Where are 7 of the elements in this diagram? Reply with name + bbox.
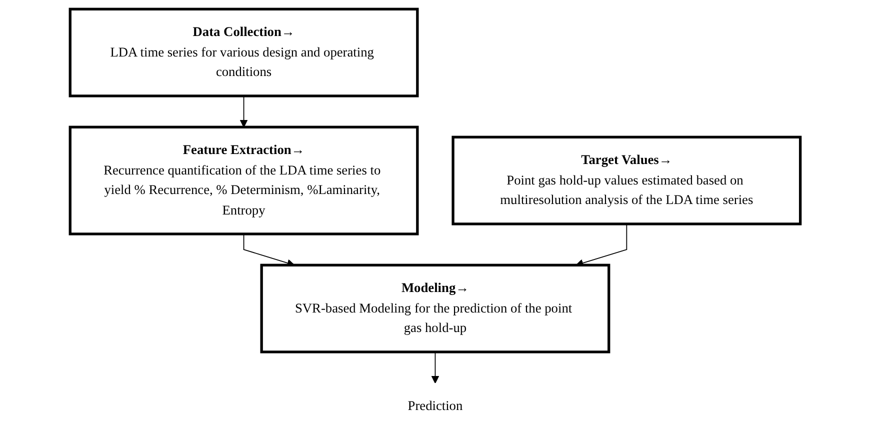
node-text: Prediction (408, 399, 462, 414)
node-box: Data Collection→ LDA time series for various design and operating conditions (68, 8, 419, 98)
arrow (240, 96, 248, 128)
node-box: Feature Extraction→ Recurrence quantification of the LDA time series to yield % Recurrence, % Determinism, %Laminarity, Entropy (68, 126, 419, 236)
arrow (431, 352, 439, 384)
node-box: Modeling→ SVR-based Modeling for the prediction of the point gas hold-up (260, 264, 610, 354)
node-box: Target Values→ Point gas hold-up values estimated based on multiresolution analysis of the LDA time series (451, 136, 802, 226)
